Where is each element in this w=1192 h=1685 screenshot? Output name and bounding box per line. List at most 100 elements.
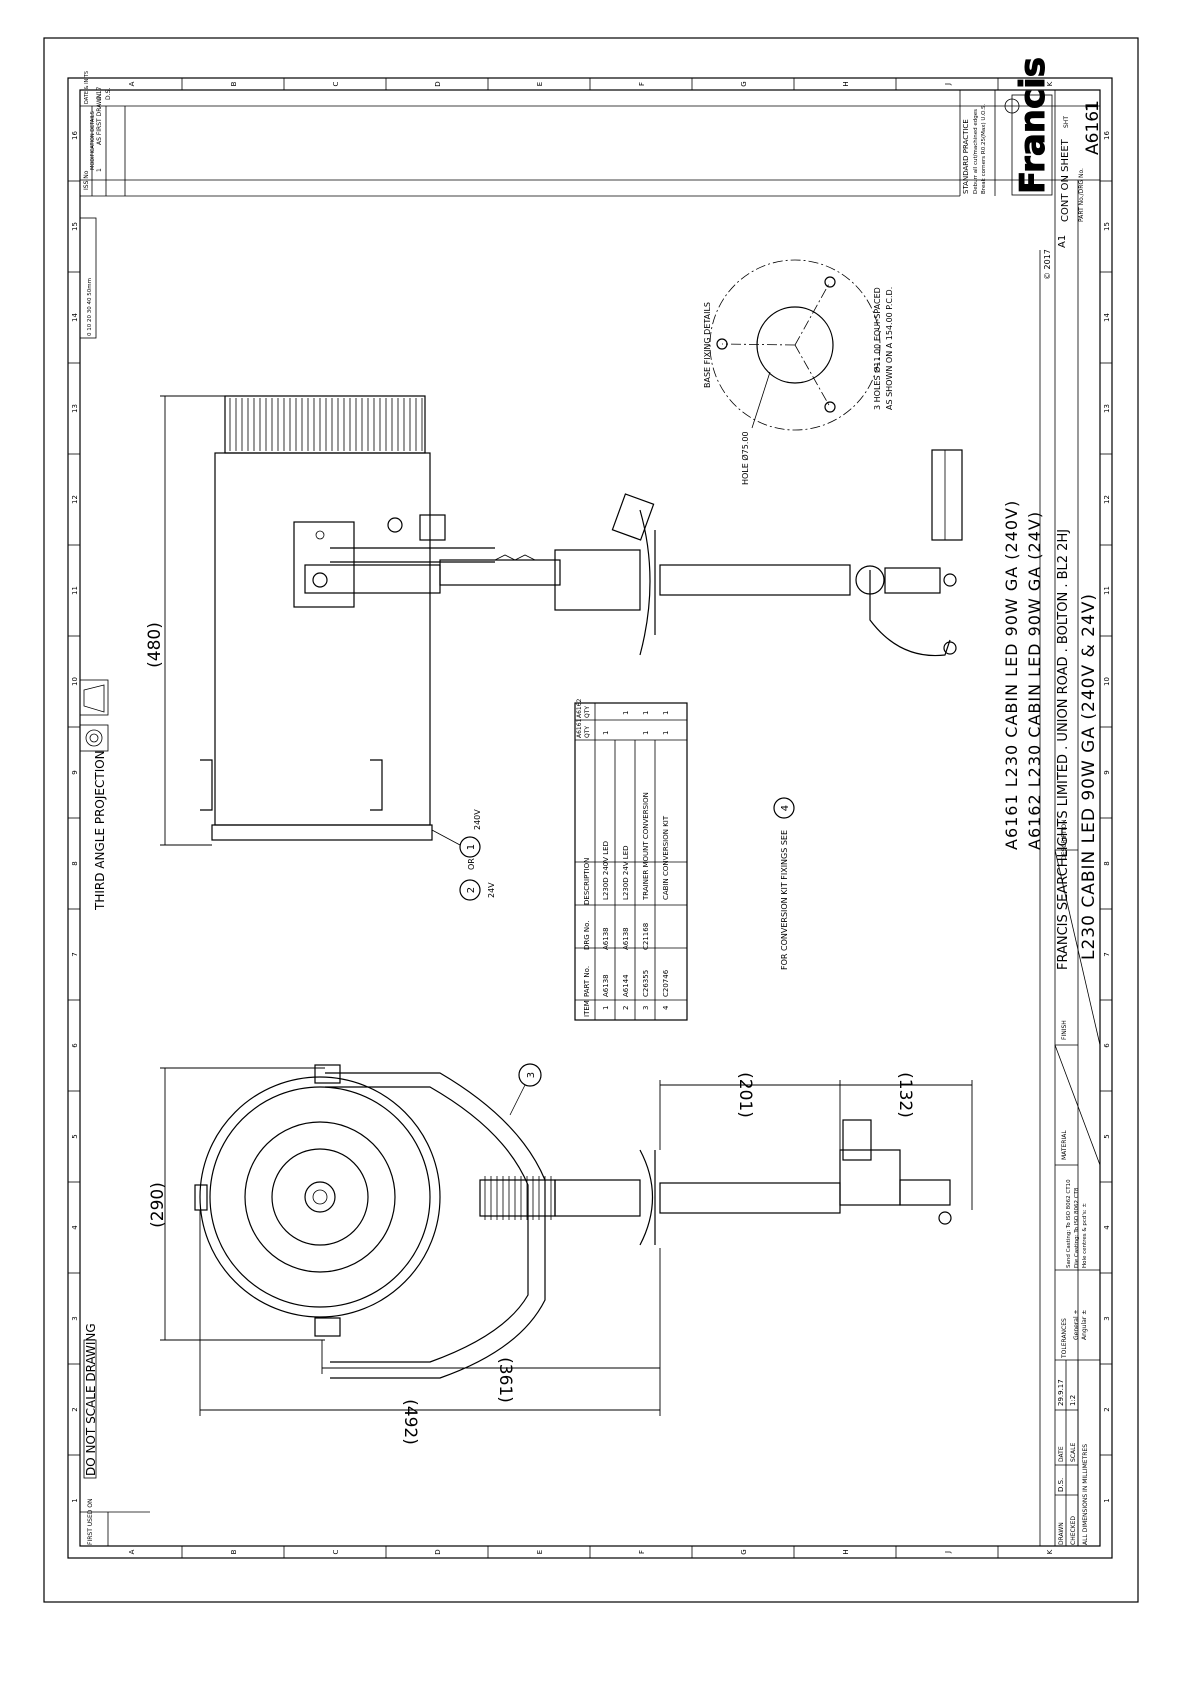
revision-block: ISS No 1 MODIFICATION DETAILS AS FIRST D… bbox=[80, 56, 1103, 250]
grid-col-label: 2 bbox=[1103, 1407, 1111, 1411]
grid-row-label: J bbox=[944, 1551, 952, 1554]
tolerance-note-2: Die Casting: To ISO 8062 CT8 bbox=[1074, 1187, 1080, 1268]
title-line-1: A6161 L230 CABIN LED 90W GA (240V) bbox=[1002, 500, 1021, 850]
checked-label: CHECKED bbox=[1070, 1516, 1077, 1545]
rev-date: 9.17 bbox=[96, 86, 103, 100]
sheet-no: 1 bbox=[1083, 101, 1103, 112]
projection-note: THIRD ANGLE PROJECTION bbox=[93, 750, 107, 911]
rev-inits: D.S. bbox=[105, 88, 112, 100]
standard-practice-title: STANDARD PRACTICE bbox=[962, 119, 970, 194]
material-label: MATERIAL bbox=[1061, 1130, 1068, 1160]
extension-tube bbox=[659, 564, 851, 596]
grid-col-label: 5 bbox=[1103, 1134, 1111, 1138]
projection-symbol-frame bbox=[79, 679, 109, 716]
table-header: PART No. bbox=[583, 966, 591, 997]
date-value: 29.9.17 bbox=[1057, 1379, 1065, 1406]
table-cell: A6144 bbox=[622, 974, 630, 997]
table-cell: L230D 240V LED bbox=[602, 841, 610, 900]
tolerances-general: General ± bbox=[1073, 1309, 1080, 1340]
all-dimensions-note: ALL DIMENSIONS IN MILLIMETRES bbox=[1082, 1444, 1089, 1545]
grid-row-label: H bbox=[842, 81, 850, 86]
drawn-value: D.S. bbox=[1057, 1478, 1065, 1492]
grid-row-label: F bbox=[638, 82, 646, 86]
front-tube bbox=[659, 1182, 841, 1214]
description: L230 CABIN LED 90W GA (240V & 24V) bbox=[1079, 593, 1099, 960]
grid-col-label: 7 bbox=[71, 952, 79, 956]
part-no-label: PART No./DRG No. bbox=[1078, 168, 1085, 222]
tolerances-angular: Angular ± bbox=[1081, 1310, 1088, 1340]
base-fixing-label: BASE FIXING DETAILS bbox=[703, 302, 712, 388]
grid-row-label: D bbox=[434, 1549, 442, 1554]
adjust-knob bbox=[842, 1119, 872, 1161]
grid-col-label: 12 bbox=[1103, 495, 1111, 504]
grid-col-label: 3 bbox=[71, 1316, 79, 1320]
fixing-hole-2 bbox=[824, 276, 836, 288]
grid-row-label: G bbox=[740, 81, 748, 86]
table-cell: 1 bbox=[642, 711, 650, 715]
grid-col-label: 16 bbox=[71, 131, 79, 140]
table-header: DESCRIPTION bbox=[583, 858, 591, 905]
rear-heatsink bbox=[224, 395, 426, 454]
lamp-front-outer bbox=[199, 1076, 441, 1318]
grid-row-label: C bbox=[332, 1549, 340, 1554]
svg-text:3: 3 bbox=[526, 1072, 537, 1078]
dimension-290: (290) bbox=[148, 1182, 168, 1228]
title-line-2: A6162 L230 CABIN LED 90W GA (24V) bbox=[1025, 511, 1044, 850]
grid-col-label: 11 bbox=[1103, 586, 1111, 595]
grid-col-label: 8 bbox=[1103, 861, 1111, 865]
grid-row-label: E bbox=[536, 1550, 544, 1554]
tolerance-note-3: Hole centres & pcd's: ± bbox=[1082, 1203, 1088, 1268]
pcd-circle bbox=[709, 259, 881, 431]
table-header: ITEM bbox=[583, 1000, 591, 1017]
projection-cone-icon bbox=[83, 684, 105, 713]
trainer-block bbox=[554, 1179, 641, 1217]
trainer-mount bbox=[554, 549, 641, 611]
conversion-note: FOR CONVERSION KIT FIXINGS SEE 4 bbox=[773, 797, 795, 970]
mounting-flange bbox=[639, 509, 651, 656]
tolerance-note-1: Sand Casting: To ISO 8062 CT10 bbox=[1066, 1179, 1072, 1268]
sheet-label: SHT bbox=[1063, 116, 1070, 128]
grid-col-label: 14 bbox=[1103, 313, 1111, 322]
copyright: © 2017 bbox=[1043, 249, 1052, 280]
table-variant: A6161 bbox=[576, 718, 583, 738]
grid-col-label: 2 bbox=[71, 1407, 79, 1411]
clamp-tab-left bbox=[194, 1184, 208, 1211]
logo-circle bbox=[1004, 98, 1020, 114]
grid-col-label: 5 bbox=[71, 1134, 79, 1138]
table-cell: CABIN CONVERSION KIT bbox=[662, 815, 670, 900]
table-header: QTY bbox=[584, 706, 591, 718]
grid-row-label: D bbox=[434, 81, 442, 86]
drawn-label: DRAWN bbox=[1058, 1522, 1065, 1545]
side-view: (480) 1 240V OR 2 24V bbox=[145, 395, 963, 901]
rev-iss: 1 bbox=[96, 168, 103, 172]
title-block: A1 © 2017 FRANCIS SEARCHLIGHTS LIMITED .… bbox=[1002, 235, 1101, 1546]
lens-ring bbox=[244, 1121, 396, 1273]
grid-col-label: 8 bbox=[71, 861, 79, 865]
table-cell: C20746 bbox=[662, 969, 670, 997]
grid-col-label: 1 bbox=[1103, 1498, 1111, 1502]
scale-bar bbox=[79, 217, 97, 339]
scale-value: 1:2 bbox=[1069, 1395, 1077, 1406]
table-cell: A6138 bbox=[602, 974, 610, 997]
clamp-lower bbox=[370, 759, 383, 811]
grid-col-label: 13 bbox=[71, 404, 79, 413]
label-or: OR bbox=[467, 858, 476, 870]
grid-row-label: H bbox=[842, 1549, 850, 1554]
svg-text:1: 1 bbox=[466, 844, 477, 850]
grid-row-label: K bbox=[1046, 81, 1054, 86]
balloon-2 bbox=[459, 879, 481, 901]
front-view: 3 (290) (361) (492) (201) (132) bbox=[148, 1063, 973, 1445]
mount-post bbox=[439, 559, 561, 586]
holes-note-2: AS SHOWN ON A 154.00 P.C.D. bbox=[885, 287, 894, 410]
grid-row-label: K bbox=[1046, 1549, 1054, 1554]
table-cell: 1 bbox=[662, 731, 670, 735]
scale-label: SCALE bbox=[1070, 1443, 1077, 1462]
finish-label: FINISH bbox=[1061, 1020, 1068, 1040]
rev-mod: AS FIRST DRAWN bbox=[96, 94, 103, 145]
handle-grip bbox=[931, 449, 963, 541]
balloon-4 bbox=[773, 797, 795, 819]
rev-date-label: DATE & INITS bbox=[84, 71, 90, 104]
cont-on-sheet: CONT ON SHEET bbox=[1060, 138, 1071, 222]
